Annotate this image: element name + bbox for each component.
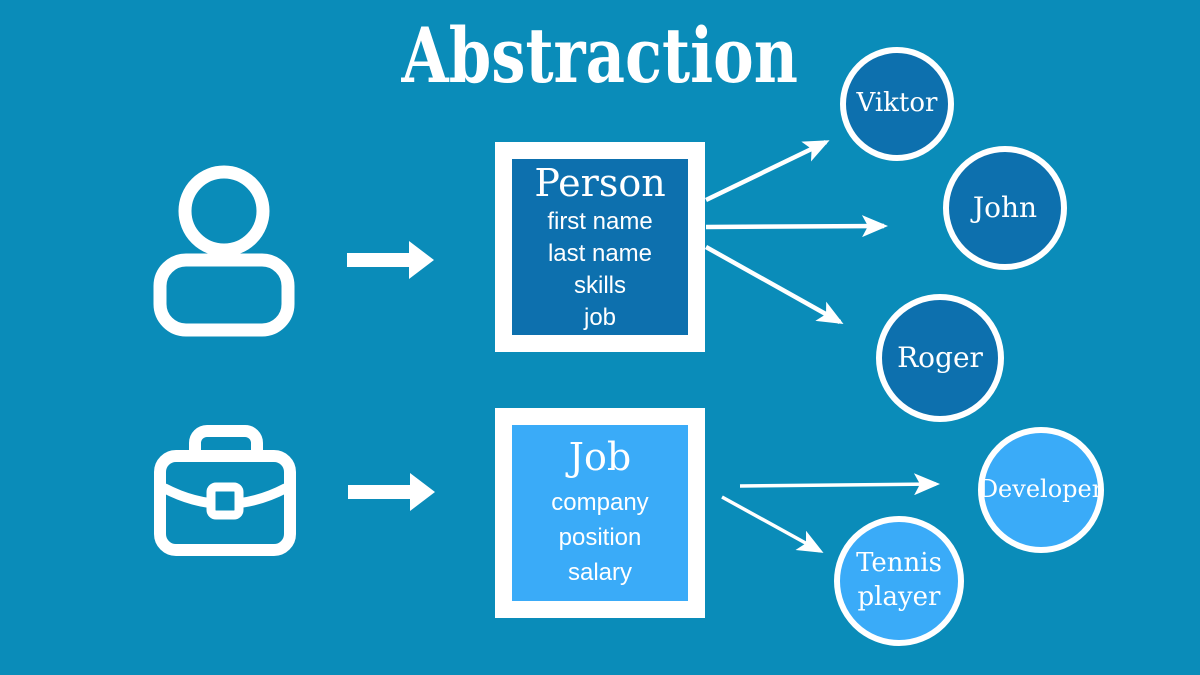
instance-label: Viktor	[856, 88, 938, 119]
instance-circle-viktor: Viktor	[840, 47, 954, 161]
arrow-job-to-developer	[739, 473, 940, 496]
job-class-box-inner: Job company position salary	[512, 425, 688, 601]
job-attribute: salary	[567, 559, 633, 587]
arrow-briefcase-icon-to-job-box	[348, 473, 435, 511]
person-class-box-inner: Person first name last name skills job	[512, 159, 688, 335]
instance-circle-roger: Roger	[876, 294, 1004, 422]
job-class-title: Job	[568, 434, 632, 479]
arrow-person-icon-to-person-box	[347, 241, 434, 279]
page-title: Abstraction	[0, 18, 1200, 94]
job-attribute: company	[551, 489, 649, 517]
instance-label: Developer	[978, 475, 1104, 504]
person-attribute: first name	[547, 207, 653, 235]
person-attribute: job	[583, 303, 617, 331]
job-attribute: position	[558, 524, 642, 552]
arrow-person-to-roger	[704, 245, 844, 324]
person-icon	[153, 165, 295, 337]
instance-circle-tennis-player: Tennis player	[834, 516, 964, 646]
person-class-title: Person	[534, 161, 666, 206]
briefcase-icon	[154, 425, 296, 556]
instance-circle-john: John	[943, 146, 1067, 270]
page-title-text: Abstraction	[401, 11, 799, 100]
instance-circle-developer: Developer	[978, 427, 1104, 553]
arrow-job-to-tennis-player	[721, 495, 824, 553]
instance-label: John	[972, 190, 1038, 224]
person-class-box: Person first name last name skills job	[495, 142, 705, 352]
job-class-box: Job company position salary	[495, 408, 705, 618]
arrow-person-to-viktor	[705, 139, 830, 203]
person-attribute: skills	[574, 271, 626, 299]
arrow-person-to-john	[705, 215, 888, 238]
instance-label: Roger	[897, 340, 983, 374]
instance-label: Tennis player	[856, 548, 942, 612]
person-attribute: last name	[547, 239, 653, 267]
